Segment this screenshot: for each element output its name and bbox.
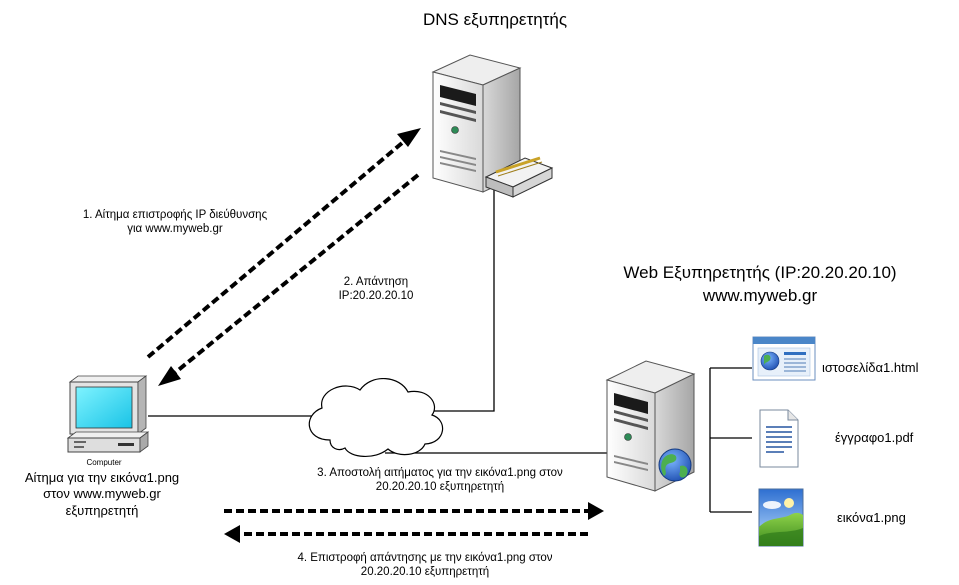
- arrow-step2: [169, 173, 420, 378]
- step2-label: 2. Απάντηση IP:20.20.20.10: [316, 276, 436, 304]
- webpage-icon: [752, 336, 816, 381]
- cloud-to-dns-line: [408, 190, 495, 412]
- step3-line1: 3. Αποστολή αιτήματος για την εικόνα1.pn…: [317, 467, 563, 479]
- document-icon: [759, 409, 799, 468]
- arrowhead-step4: [224, 525, 240, 543]
- step3-line2: 20.20.20.10 εξυπηρετητή: [375, 480, 505, 493]
- step1-line1: 1. Αίτημα επιστροφής IP διεύθυνσης: [82, 209, 268, 221]
- file-pdf-label: έγγραφο1.pdf: [835, 430, 914, 445]
- step2-line1: 2. Απάντηση: [343, 276, 409, 288]
- dns-server-icon: [431, 54, 554, 198]
- step4-label: 4. Επιστροφή απάντησης με την εικόνα1.pn…: [225, 552, 625, 580]
- step2-line2: IP:20.20.20.10: [338, 289, 414, 302]
- web-server-title: Web Εξυπηρετητής (IP:20.20.20.10) www.my…: [565, 262, 955, 308]
- arrowhead-step3: [588, 502, 604, 520]
- web-server-title-line2: www.myweb.gr: [702, 285, 818, 305]
- step4-line2: 20.20.20.10 εξυπηρετητή: [360, 565, 490, 578]
- step3-label: 3. Αποστολή αιτήματος για την εικόνα1.pn…: [265, 467, 615, 495]
- arrowhead-step1: [397, 128, 421, 147]
- image-icon: [758, 488, 804, 547]
- web-server-title-line1: Web Εξυπηρετητής (IP:20.20.20.10): [623, 263, 897, 282]
- file-png-label: εικόνα1.png: [837, 510, 906, 525]
- computer-icon: [66, 375, 150, 453]
- dns-server-title: DNS εξυπηρετητής: [422, 10, 568, 29]
- arrow-step1: [146, 136, 410, 359]
- web-server-icon: [605, 360, 696, 492]
- file-html-label: ιστοσελίδα1.html: [822, 360, 919, 375]
- client-request-label: Αίτημα για την εικόνα1.png στον www.mywe…: [2, 470, 202, 519]
- step1-label: 1. Αίτημα επιστροφής IP διεύθυνσης για w…: [55, 209, 295, 237]
- arrowhead-step2: [158, 366, 181, 386]
- internet-cloud: [308, 377, 443, 457]
- client-request-line3: εξυπηρετητή: [65, 502, 139, 518]
- computer-device-label: Computer: [86, 458, 122, 467]
- step4-line1: 4. Επιστροφή απάντησης με την εικόνα1.pn…: [297, 552, 553, 564]
- client-request-line2: στον www.myweb.gr: [43, 486, 161, 502]
- client-request-line1: Αίτημα για την εικόνα1.png: [24, 470, 180, 485]
- step1-line2: για www.myweb.gr: [127, 222, 223, 235]
